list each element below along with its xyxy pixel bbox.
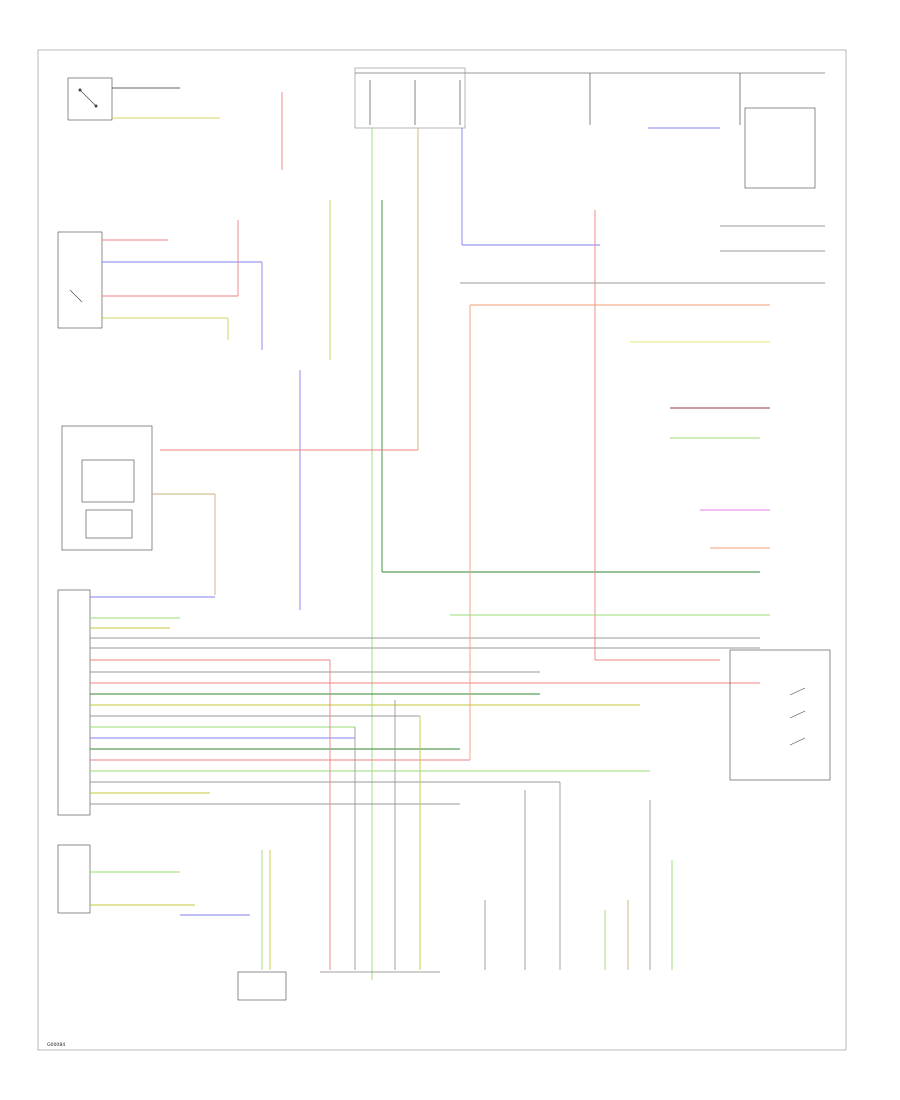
top-right-relay	[744, 107, 816, 189]
ignition-switch	[67, 77, 113, 121]
fuse-bus	[354, 67, 825, 129]
diagram-id: G00084	[47, 1042, 65, 1048]
bottom-wire-stubs	[261, 660, 673, 970]
cruise-relay	[57, 231, 103, 329]
cruise-control-module	[57, 589, 91, 816]
throttle-sensor	[237, 971, 287, 1001]
transmission-range-switch	[57, 844, 91, 914]
cruise-control-switch	[729, 649, 831, 781]
diagram-border	[37, 49, 847, 1051]
module-harness	[90, 596, 760, 805]
vehicle-speed-sensor	[61, 425, 153, 551]
